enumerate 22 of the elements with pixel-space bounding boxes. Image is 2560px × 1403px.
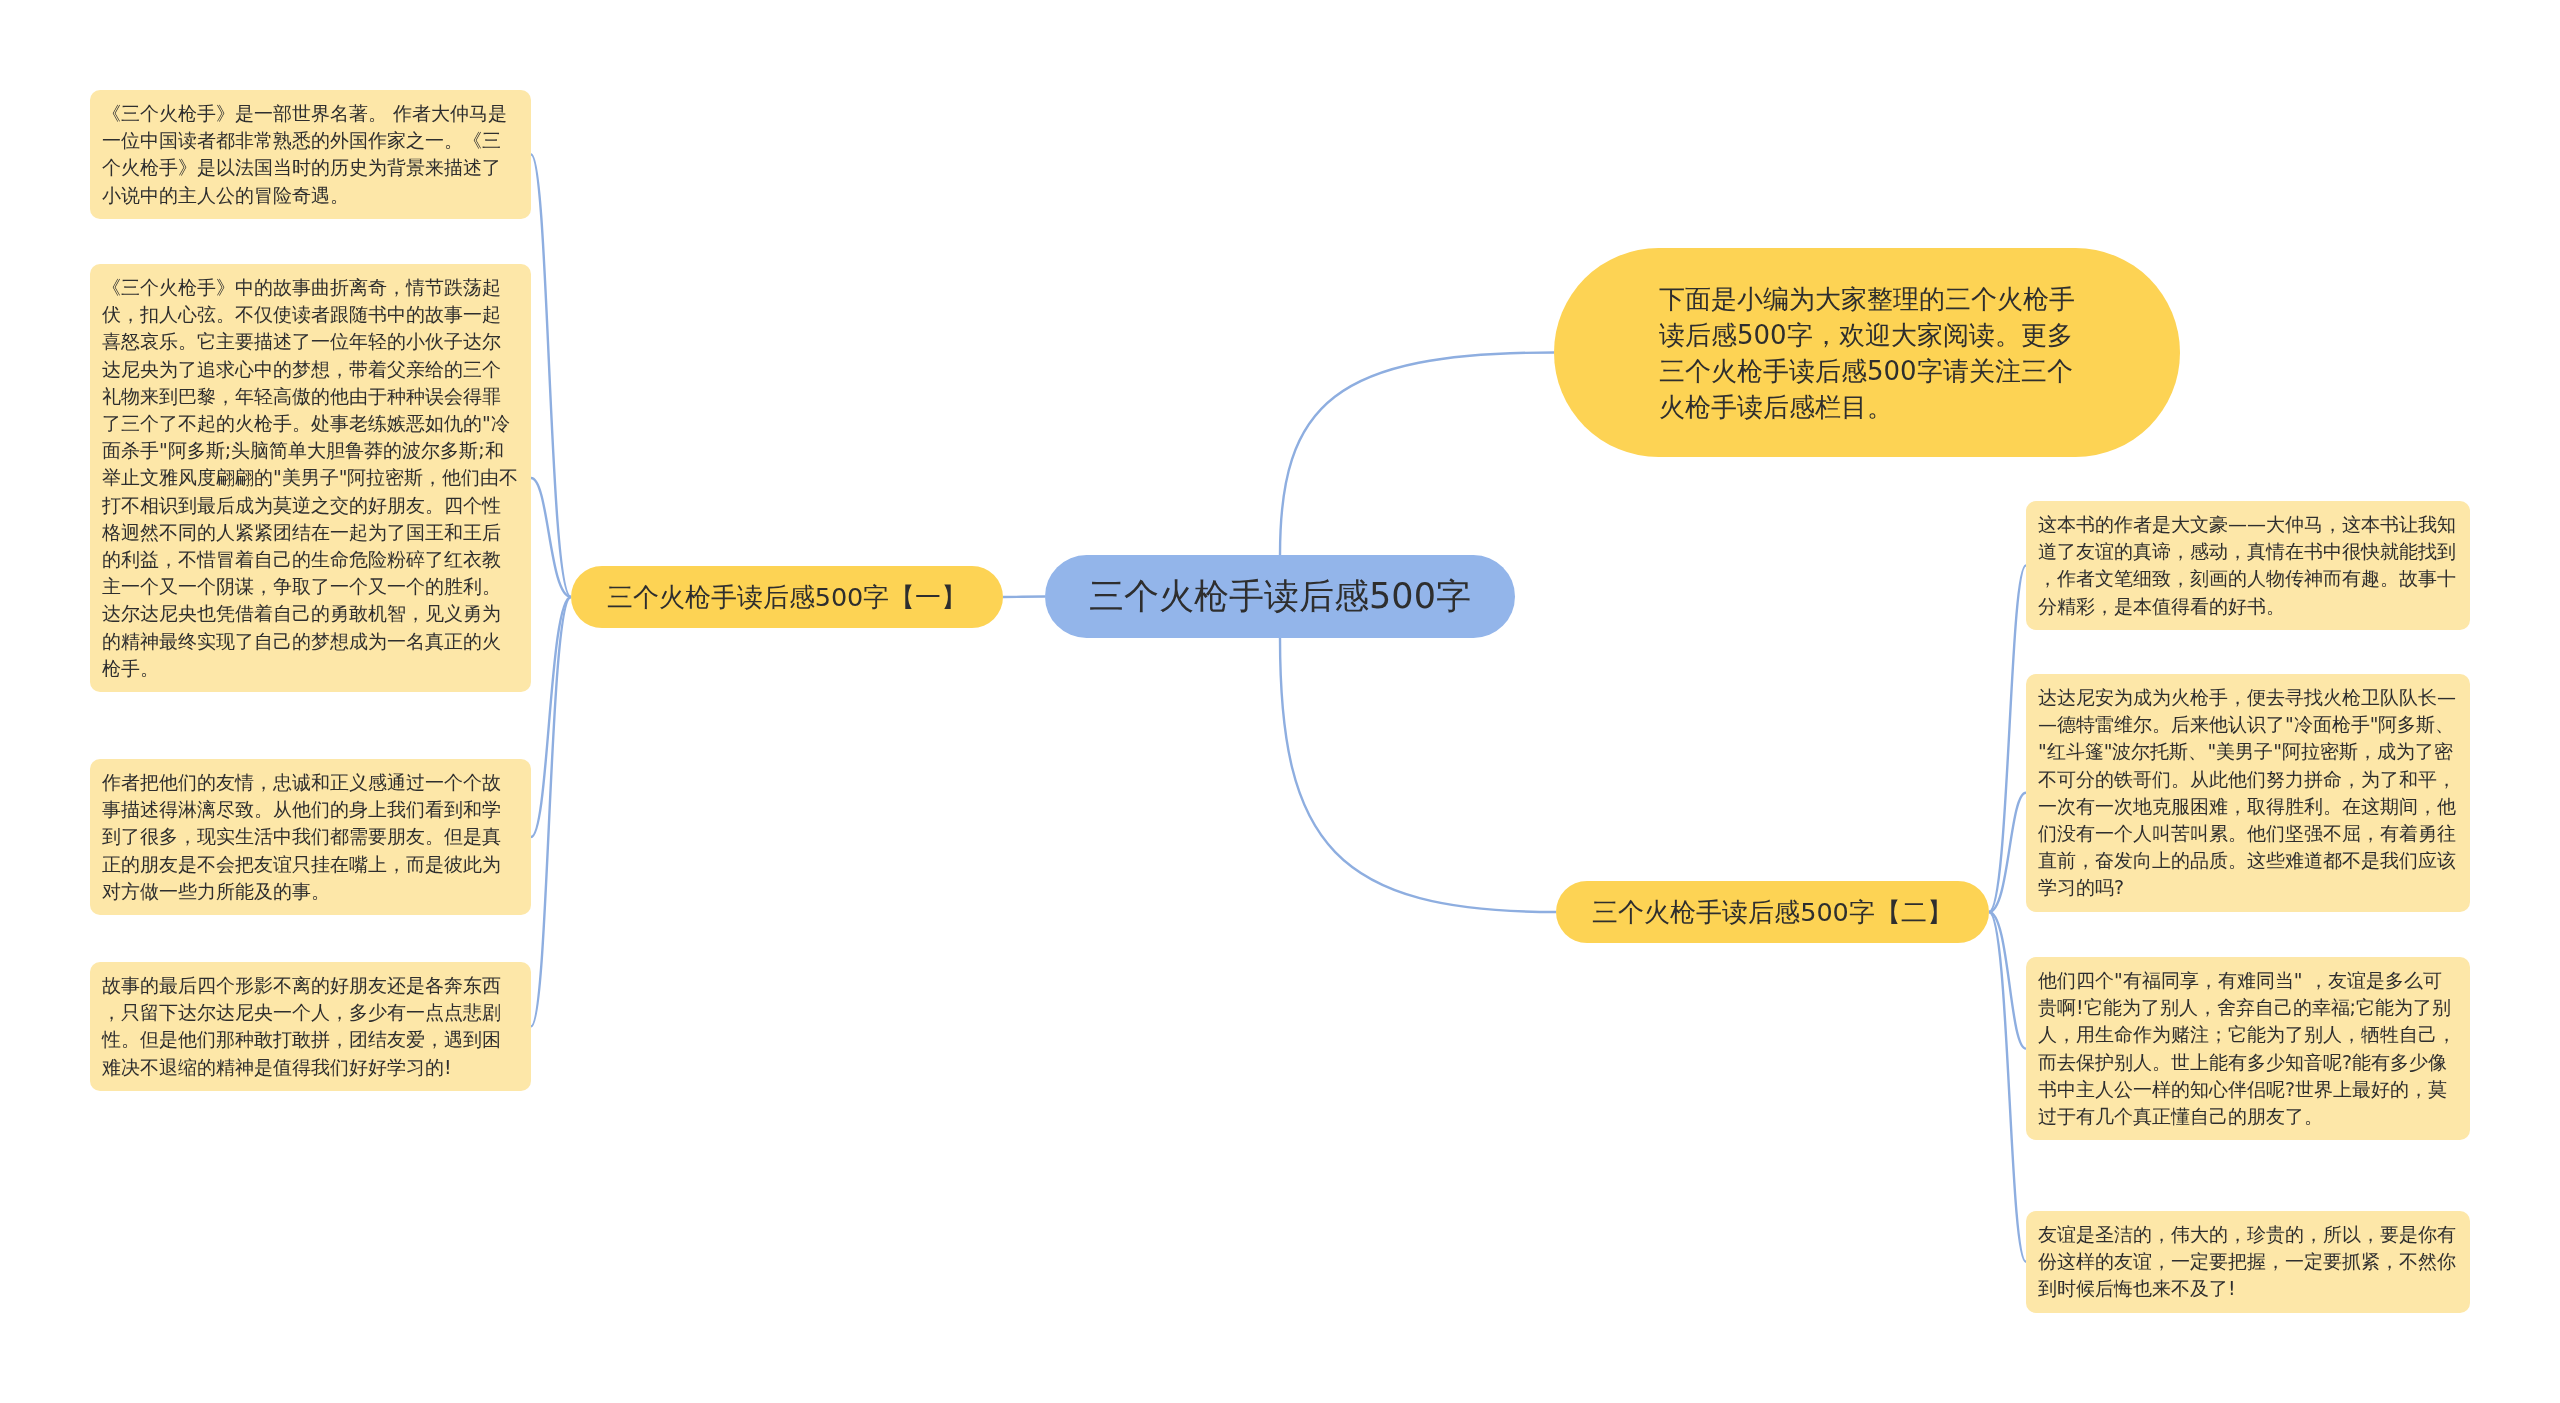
note-card: 这本书的作者是大文豪——大仲马，这本书让我知道了友谊的真谛，感动，真情在书中很快就能找到，作者文笔细致，刻画的人物传神而有趣。故事十分精彩，是本值得看的好书。 — [2026, 501, 2470, 630]
note-card: 友谊是圣洁的，伟大的，珍贵的，所以，要是你有份这样的友谊，一定要把握，一定要抓紧，不然你到时候后悔也来不及了! — [2026, 1211, 2470, 1313]
note-card: 《三个火枪手》中的故事曲折离奇，情节跌荡起伏，扣人心弦。不仅使读者跟随书中的故事一起喜怒哀乐。它主要描述了一位年轻的小伙子达尔达尼央为了追求心中的梦想，带着父亲给的三个礼物来到巴黎，年轻高傲的他由于种种误会得罪了三个了不起的火枪手。处事老练嫉恶如仇的"冷面杀手"阿多斯;头脑简单大胆鲁莽的波尔多斯;和举止文雅风度翩翩的"美男子"阿拉密斯，他们由不打不相识到最后成为莫逆之交的好朋友。四个性格迥然不同的人紧紧团结在一起为了国王和王后的利益，不惜冒着自己的生命危险粉碎了红衣教主一个又一个阴谋，争取了一个又一个的胜利。达尔达尼央也凭借着自己的勇敢机智，见义勇为的精神最终实现了自己的梦想成为一名真正的火枪手。 — [90, 264, 531, 693]
connector-line — [1988, 564, 2028, 913]
note-card: 作者把他们的友情，忠诚和正义感通过一个个故事描述得淋漓尽致。从他们的身上我们看到和学到了很多，现实生活中我们都需要朋友。但是真正的朋友是不会把友谊只挂在嘴上，而是彼此为对方做一些力所能及的事。 — [90, 759, 531, 915]
connector-line — [1988, 911, 2028, 1263]
branch-topic: 三个火枪手读后感500字【二】 — [1556, 881, 1989, 943]
branch-topic: 三个火枪手读后感500字【一】 — [571, 566, 1003, 628]
note-card: 《三个火枪手》是一部世界名著。 作者大仲马是一位中国读者都非常熟悉的外国作家之一。《三个火枪手》是以法国当时的历史为背景来描述了小说中的主人公的冒险奇遇。 — [90, 90, 531, 219]
note-card: 故事的最后四个形影不离的好朋友还是各奔东西，只留下达尔达尼央一个人，多少有一点点悲剧性。但是他们那种敢打敢拼，团结友爱，遇到困难决不退缩的精神是值得我们好好学习的! — [90, 962, 531, 1091]
connector-line — [529, 153, 573, 598]
topic-bubble: 下面是小编为大家整理的三个火枪手读后感500字，欢迎大家阅读。更多三个火枪手读后感500字请关注三个火枪手读后感栏目。 — [1554, 248, 2180, 457]
note-card: 达达尼安为成为火枪手，便去寻找火枪卫队队长——德特雷维尔。后来他认识了"冷面枪手"阿多斯、"红斗篷"波尔托斯、"美男子"阿拉密斯，成为了密不可分的铁哥们。从此他们努力拼命，为了和平，一次有一次地克服困难，取得胜利。在这期间，他们没有一个人叫苦叫累。他们坚强不屈，有着勇往直前，奋发向上的品质。这些难道都不是我们应该学习的吗? — [2026, 674, 2470, 912]
connector-line — [530, 476, 572, 599]
connector-line — [1988, 791, 2027, 914]
connector-line — [1003, 595, 1045, 599]
connector-line — [1278, 351, 1555, 556]
connector-line — [1988, 910, 2027, 1050]
connector-line — [1278, 637, 1557, 914]
note-card: 他们四个"有福同享，有难同当" ，友谊是多么可贵啊!它能为了别人，舍弃自己的幸福;它能为了别人，用生命作为赌注；它能为了别人，牺牲自己，而去保护别人。世上能有多少知音呢?能有多少像书中主人公一样的知心伴侣呢?世界上最好的，莫过于有几个真正懂自己的朋友了。 — [2026, 957, 2470, 1141]
connector-line — [529, 596, 573, 1027]
central-topic: 三个火枪手读后感500字 — [1045, 555, 1515, 638]
